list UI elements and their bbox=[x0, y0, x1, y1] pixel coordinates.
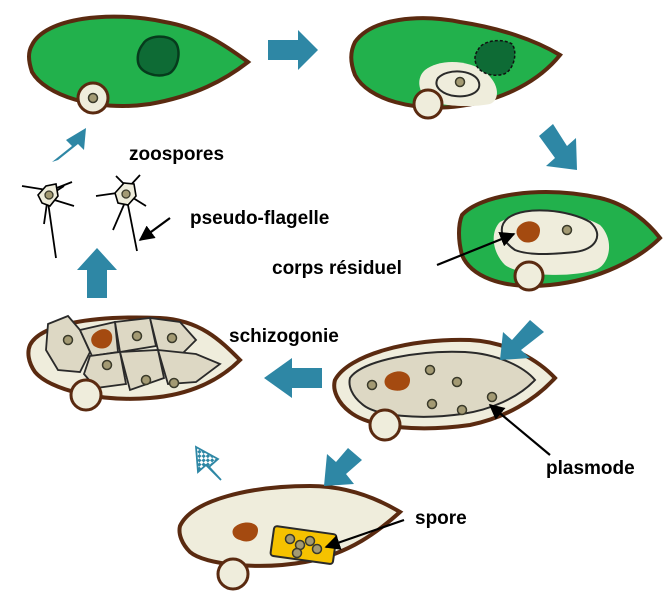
plasmode-nucleus-b bbox=[426, 366, 435, 375]
plasmode-nucleus-a bbox=[368, 381, 377, 390]
zoospore-attached-4 bbox=[370, 410, 400, 440]
spore-stage bbox=[179, 486, 400, 589]
zoospore-attached-5 bbox=[71, 380, 101, 410]
spore-nucleus-e bbox=[293, 549, 302, 558]
checkered-arrow bbox=[196, 447, 221, 480]
plasmode-nucleus-e bbox=[458, 406, 467, 415]
zoospore-nucleus-1 bbox=[89, 94, 98, 103]
free-zoospore-2-nucleus bbox=[122, 190, 130, 198]
host-cell-stage-2 bbox=[351, 18, 560, 118]
cycle-arrow-spore-to-plasmode bbox=[324, 448, 362, 486]
parasite-nucleus-3 bbox=[563, 226, 572, 235]
schizo-nucleus-c bbox=[168, 334, 177, 343]
spore-nucleus-a bbox=[286, 535, 295, 544]
schizogonie-stage bbox=[28, 316, 240, 410]
free-zoospore-2 bbox=[96, 175, 146, 251]
plasmode-nucleus-c bbox=[453, 378, 462, 387]
parasite-nucleus-2 bbox=[456, 78, 465, 87]
spore-nucleus-c bbox=[306, 537, 315, 546]
zoospore-attached-3 bbox=[515, 262, 543, 290]
label-corps-residuel: corps résiduel bbox=[272, 258, 402, 279]
host-cell-stage-1 bbox=[29, 17, 248, 113]
schizo-nucleus-f bbox=[170, 379, 179, 388]
cycle-arrow-3-to-4 bbox=[500, 320, 544, 360]
free-zoospore-1 bbox=[22, 182, 74, 258]
zoospore-attached-2 bbox=[414, 90, 442, 118]
free-zoospore-1-nucleus bbox=[45, 191, 53, 199]
host-cell-stage-3 bbox=[459, 192, 660, 290]
cycle-arrow-zoospores-to-1 bbox=[52, 128, 86, 162]
pointer-plasmode bbox=[490, 405, 550, 455]
schizo-nucleus-b bbox=[133, 332, 142, 341]
label-pseudo-flagelle: pseudo-flagelle bbox=[190, 208, 329, 229]
spore-nucleus-d bbox=[313, 545, 322, 554]
plasmode-nucleus-d bbox=[428, 400, 437, 409]
label-schizogonie: schizogonie bbox=[229, 326, 339, 347]
host-nucleus-degraded-2 bbox=[475, 41, 515, 76]
cycle-arrow-1-to-2 bbox=[268, 30, 318, 70]
schizo-nucleus-a bbox=[64, 336, 73, 345]
schizo-nucleus-d bbox=[103, 361, 112, 370]
pointer-pseudo-flagelle bbox=[140, 218, 170, 240]
host-nucleus-1 bbox=[138, 37, 179, 76]
plasmode-nucleus-f bbox=[488, 393, 497, 402]
label-spore: spore bbox=[415, 508, 467, 529]
schizo-nucleus-e bbox=[142, 376, 151, 385]
label-plasmode: plasmode bbox=[546, 458, 635, 479]
cycle-arrow-4-to-5 bbox=[264, 358, 322, 398]
cycle-arrow-5-to-zoospores bbox=[77, 248, 117, 298]
label-zoospores: zoospores bbox=[129, 144, 224, 165]
cycle-arrow-2-to-3 bbox=[539, 124, 577, 170]
zoospore-attached-6 bbox=[218, 559, 248, 589]
